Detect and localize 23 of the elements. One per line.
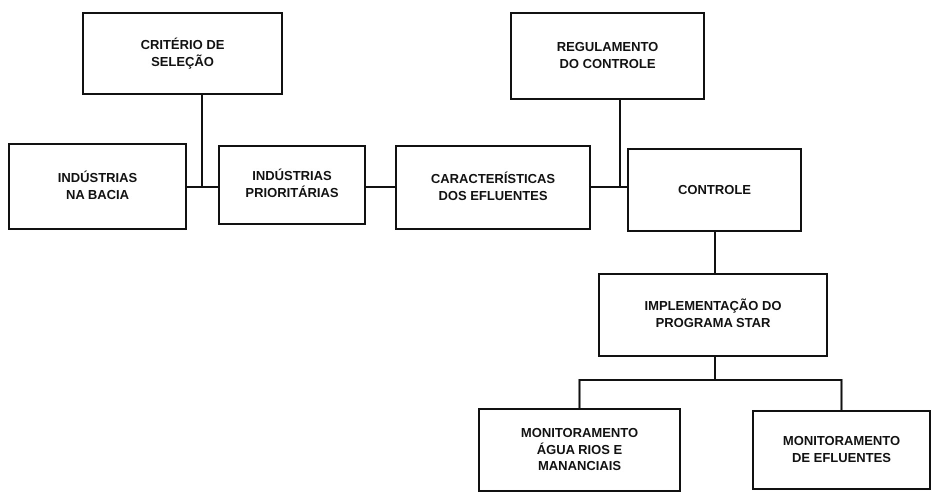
process-box (752, 410, 931, 490)
connector-line (366, 186, 395, 188)
box-label: MONITORAMENTO DE EFLUENTES (782, 433, 902, 467)
connector-line (714, 357, 842, 410)
connector-line (619, 100, 627, 188)
connector-line (201, 95, 218, 188)
box-label: CONTROLE (678, 182, 751, 198)
box-label: MONITORAMENTO ÁGUA RIOS E MANANCIAIS (520, 424, 640, 476)
box-label: INDÚSTRIAS PRIORITÁRIAS (244, 168, 340, 202)
box-label: CRITÉRIO DE SELEÇÃO (140, 36, 226, 70)
process-box (82, 12, 283, 95)
box-label: CARACTERÍSTICAS DOS EFLUENTES (430, 170, 556, 204)
process-box (395, 145, 591, 230)
process-box (478, 408, 681, 492)
box-label: IMPLEMENTAÇÃO DO PROGRAMA STAR (644, 298, 782, 332)
process-box (627, 148, 802, 232)
connector-line (714, 232, 716, 273)
process-box (8, 143, 187, 230)
process-box (510, 12, 705, 100)
process-box (598, 273, 828, 357)
box-label: REGULAMENTO DO CONTROLE (556, 39, 660, 73)
box-label: INDÚSTRIAS NA BACIA (56, 170, 138, 204)
process-box (218, 145, 366, 225)
